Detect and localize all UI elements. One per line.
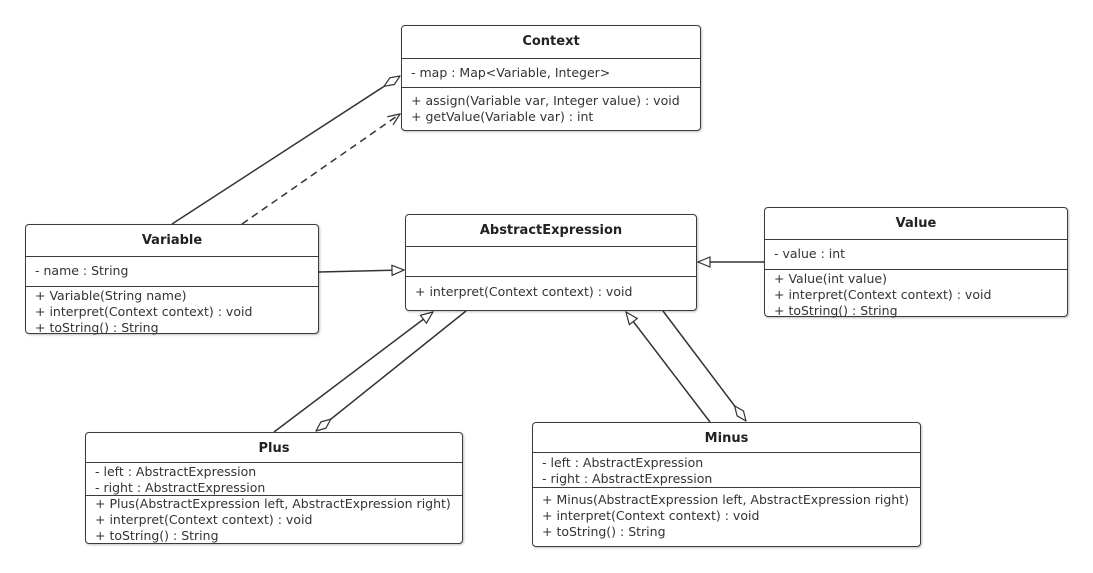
operation: + interpret(Context context) : void [542,508,760,523]
operation: + toString() : String [95,528,219,543]
operation: + getValue(Variable var) : int [411,109,594,124]
operation: + Minus(AbstractExpression left, Abstrac… [542,492,909,507]
operation: + interpret(Context context) : void [415,284,633,299]
class-name: Minus [704,431,749,446]
class-name: Context [522,34,580,49]
class-context[interactable]: Context - map : Map<Variable, Integer> +… [401,25,701,131]
attributes-section: - value : int [765,239,1067,269]
attributes-section: - left : AbstractExpression - right : Ab… [86,462,462,495]
edge-variable-context-dependency [241,114,400,225]
attribute: - left : AbstractExpression [542,455,704,470]
class-minus[interactable]: Minus - left : AbstractExpression - righ… [532,422,921,547]
operations-section: + Variable(String name) + interpret(Cont… [26,286,318,335]
attribute: - map : Map<Variable, Integer> [411,65,611,80]
operations-section: + Plus(AbstractExpression left, Abstract… [86,495,462,543]
class-name: Plus [258,441,290,456]
operation: + toString() : String [35,320,159,335]
operation: + interpret(Context context) : void [774,287,992,302]
operation: + toString() : String [774,303,898,318]
attributes-section: - name : String [26,256,318,286]
edge-variable-abstractexpression-generalization [318,270,404,272]
operation: + toString() : String [542,524,666,539]
operation: + Variable(String name) [35,288,187,303]
edge-variable-context-aggregation [171,76,400,225]
operations-section: + assign(Variable var, Integer value) : … [402,87,700,129]
attribute: - name : String [35,263,129,278]
attribute: - value : int [774,246,846,261]
operation: + Plus(AbstractExpression left, Abstract… [95,496,451,511]
class-name: Value [895,216,937,231]
operations-section: + interpret(Context context) : void [406,276,696,309]
edge-minus-abstractexpression-generalization [626,312,711,423]
operations-section: + Minus(AbstractExpression left, Abstrac… [533,487,920,545]
edge-minus-abstractexpression-aggregation [662,310,746,421]
class-variable[interactable]: Variable - name : String + Variable(Stri… [25,224,319,335]
operation: + interpret(Context context) : void [35,304,253,319]
operation: + Value(int value) [774,271,887,286]
attributes-section: - map : Map<Variable, Integer> [402,58,700,87]
operation: + assign(Variable var, Integer value) : … [411,93,680,108]
class-abstract-expression[interactable]: AbstractExpression + interpret(Context c… [405,214,697,311]
edge-plus-abstractexpression-aggregation [316,310,467,431]
operations-section: + Value(int value) + interpret(Context c… [765,269,1067,318]
attribute: - right : AbstractExpression [542,471,713,486]
edge-plus-abstractexpression-generalization [273,312,433,433]
class-plus[interactable]: Plus - left : AbstractExpression - right… [85,432,463,544]
class-value[interactable]: Value - value : int + Value(int value) +… [764,207,1068,318]
attributes-section: - left : AbstractExpression - right : Ab… [533,452,920,487]
attribute: - right : AbstractExpression [95,480,266,495]
attribute: - left : AbstractExpression [95,464,257,479]
class-name: AbstractExpression [479,223,623,238]
operation: + interpret(Context context) : void [95,512,313,527]
attributes-section [406,246,696,276]
class-name: Variable [141,233,203,248]
